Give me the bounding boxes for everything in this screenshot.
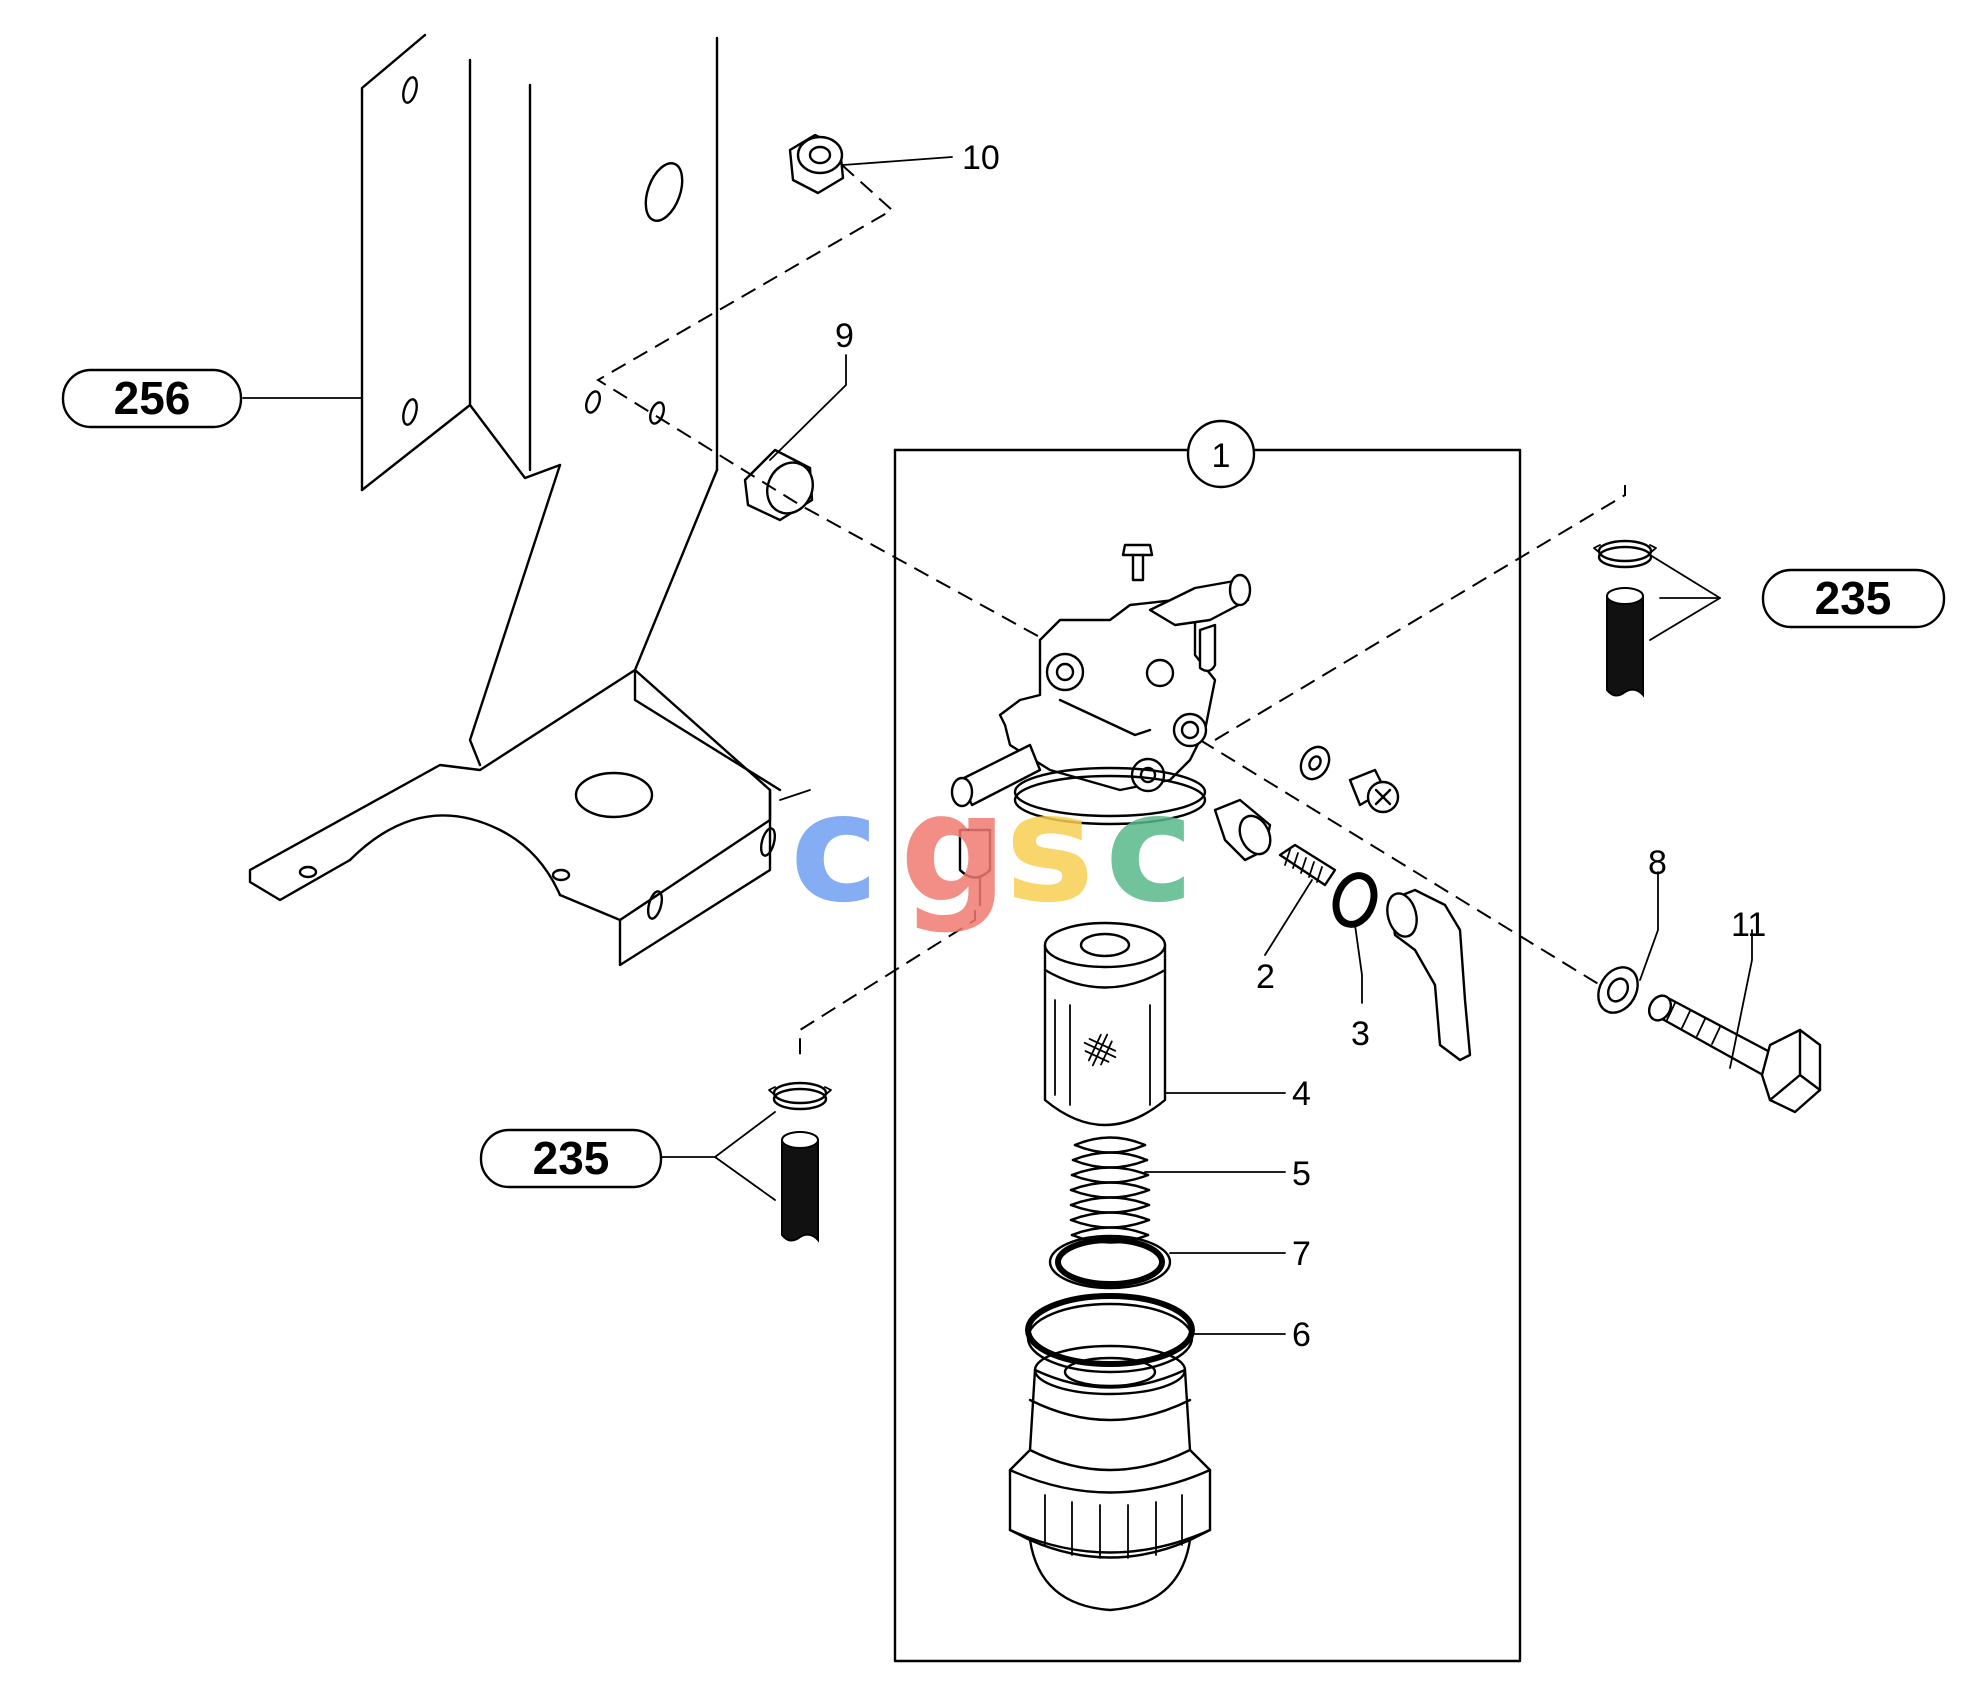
callout-256: 256 bbox=[61, 368, 243, 429]
part-number-4: 4 bbox=[1292, 1075, 1311, 1113]
part-number-5: 5 bbox=[1292, 1155, 1311, 1193]
part-number-6: 6 bbox=[1292, 1316, 1311, 1354]
part-number-10: 10 bbox=[962, 139, 1000, 177]
watermark-logo: c g s c bbox=[790, 762, 1194, 936]
spring-part-5 bbox=[1069, 1136, 1151, 1244]
filter-head bbox=[950, 543, 1252, 907]
hose-clamp-lower bbox=[768, 1081, 832, 1243]
callout-235-upper: 235 bbox=[1761, 568, 1946, 629]
hose-clamp-upper bbox=[1593, 539, 1657, 698]
watermark-letter-s: s bbox=[1005, 762, 1094, 936]
callout-235-lower-label: 235 bbox=[533, 1132, 610, 1184]
o-ring-part-3 bbox=[1332, 872, 1378, 928]
bolt-part-11 bbox=[1647, 994, 1822, 1114]
watermark-letter-c2: c bbox=[1105, 762, 1194, 936]
part-number-8: 8 bbox=[1648, 844, 1667, 882]
assembly-callout-label: 1 bbox=[1212, 437, 1231, 475]
callout-256-label: 256 bbox=[114, 372, 191, 424]
washer-part-8 bbox=[1597, 966, 1639, 1014]
callout-235-upper-label: 235 bbox=[1815, 572, 1892, 624]
callout-235-lower: 235 bbox=[479, 1128, 663, 1189]
mounting-bracket bbox=[248, 33, 811, 967]
part-number-labels: 10 9 2 3 8 11 4 5 7 6 bbox=[835, 139, 1766, 1354]
part-number-7: 7 bbox=[1292, 1235, 1311, 1273]
valve-parts bbox=[1213, 745, 1472, 1062]
filter-element-part-4 bbox=[1043, 921, 1167, 1127]
leader-lines bbox=[242, 156, 1753, 1335]
watermark-letter-c1: c bbox=[790, 762, 879, 936]
filter-bowl bbox=[1008, 1344, 1212, 1612]
part-number-11: 11 bbox=[1731, 906, 1766, 944]
part-number-2: 2 bbox=[1256, 958, 1275, 996]
hex-nut-part-10 bbox=[788, 133, 845, 195]
ring-part-7 bbox=[1048, 1234, 1172, 1290]
part-number-9: 9 bbox=[835, 317, 854, 355]
part-number-3: 3 bbox=[1351, 1015, 1370, 1053]
gasket-part-6 bbox=[1025, 1293, 1195, 1374]
assembly-box: 1 bbox=[893, 419, 1522, 1663]
watermark-letter-g: g bbox=[900, 762, 1007, 936]
spring-part-2 bbox=[1278, 843, 1337, 887]
alignment-lines bbox=[596, 164, 1626, 1060]
